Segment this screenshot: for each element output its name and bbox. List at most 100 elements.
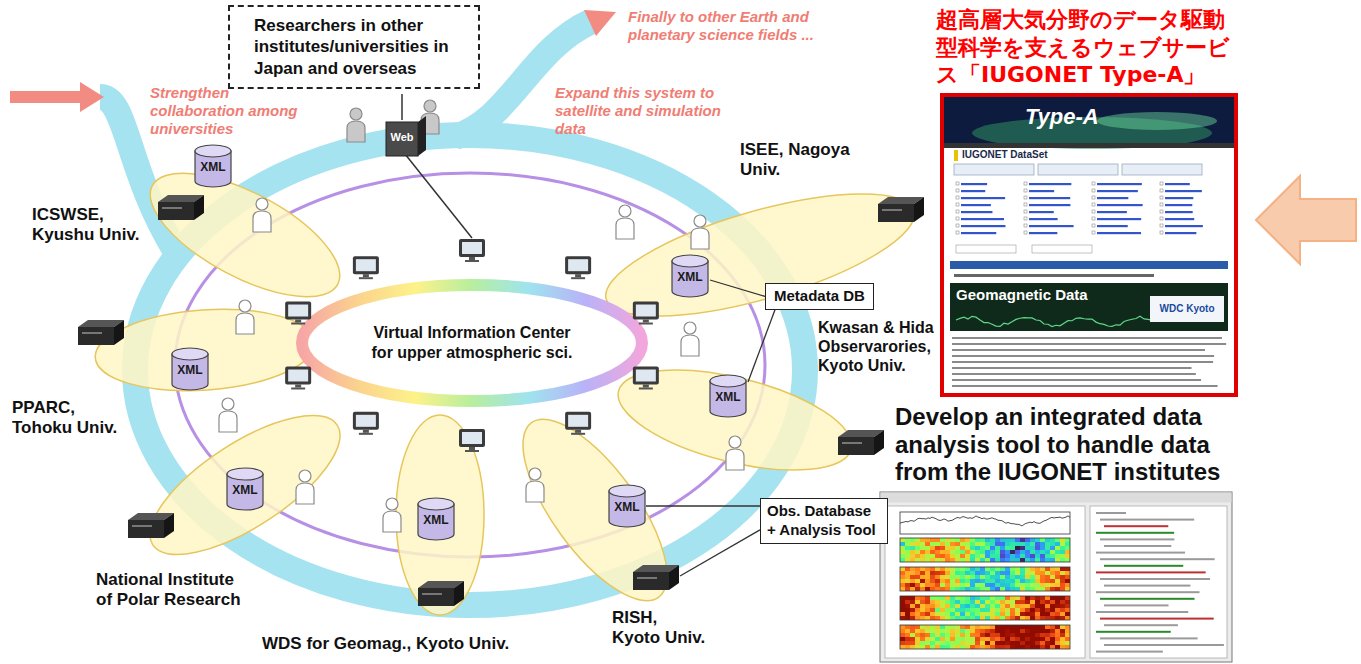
heatmap-cell	[940, 571, 945, 575]
screen-logo-text: WDC Kyoto	[1152, 303, 1222, 315]
heatmap-cell	[915, 600, 920, 604]
plot-line	[900, 516, 1070, 526]
heatmap-cell	[1025, 637, 1030, 641]
heatmap-cell	[1040, 629, 1045, 633]
heatmap-cell	[1000, 596, 1005, 600]
heatmap-cell	[980, 600, 985, 604]
heatmap-cell	[1005, 546, 1010, 550]
monitor-icon	[459, 239, 485, 262]
text-line	[952, 367, 1192, 369]
monitor-frame	[353, 256, 379, 274]
heatmap-cell	[1015, 550, 1020, 554]
heatmap-cell	[960, 571, 965, 575]
heatmap-cell	[1025, 633, 1030, 637]
heatmap-cell	[1045, 641, 1050, 645]
checkbox	[1092, 203, 1095, 206]
heatmap-cell	[950, 558, 955, 562]
person-head	[729, 436, 741, 448]
person-body	[347, 121, 365, 142]
heatmap-cell	[1055, 542, 1060, 546]
heatmap-cell	[945, 550, 950, 554]
heatmap-cell	[1010, 542, 1015, 546]
heatmap-cell	[1050, 567, 1055, 571]
heatmap-cell	[965, 558, 970, 562]
checkbox	[1092, 182, 1095, 185]
heatmap-cell	[1055, 554, 1060, 558]
heatmap-cell	[910, 629, 915, 633]
heatmap-cell	[1055, 579, 1060, 583]
heatmap-cell	[1040, 567, 1045, 571]
person-body	[383, 511, 401, 532]
heatmap-cell	[965, 604, 970, 608]
heatmap-cell	[1055, 645, 1060, 649]
heatmap-cell	[995, 633, 1000, 637]
heatmap-cell	[1055, 583, 1060, 587]
heatmap-cell	[970, 571, 975, 575]
heatmap-cell	[920, 641, 925, 645]
heatmap-cell	[1045, 633, 1050, 637]
menu-bar	[944, 143, 1234, 148]
heatmap-cell	[960, 587, 965, 591]
heatmap-cell	[1035, 583, 1040, 587]
heatmap-cell	[915, 546, 920, 550]
link-text	[1097, 225, 1128, 227]
checkbox	[1160, 217, 1163, 220]
heatmap-cell	[905, 641, 910, 645]
heatmap-cell	[1005, 637, 1010, 641]
heatmap-cell	[935, 567, 940, 571]
heatmap-cell	[1035, 538, 1040, 542]
leader-line	[405, 154, 472, 238]
heatmap-cell	[900, 596, 905, 600]
heatmap-cell	[975, 608, 980, 612]
institute-name: ISEE, Nagoya Univ.	[740, 140, 851, 181]
monitor-frame	[285, 302, 311, 320]
heatmap-cell	[1050, 633, 1055, 637]
heatmap-cell	[955, 575, 960, 579]
heatmap-cell	[1015, 637, 1020, 641]
person-icon	[236, 300, 254, 334]
heatmap-cell	[990, 587, 995, 591]
tab	[1122, 164, 1202, 175]
heatmap-cell	[930, 612, 935, 616]
heatmap-cell	[935, 558, 940, 562]
heatmap-cell	[1035, 645, 1040, 649]
institute-name: PPARC, Tohoku Univ.	[12, 398, 124, 439]
heatmap-cell	[940, 575, 945, 579]
person-icon	[219, 398, 237, 432]
heatmap-cell	[955, 579, 960, 583]
heatmap-cell	[920, 645, 925, 649]
checkbox	[1160, 182, 1163, 185]
heatmap-cell	[910, 600, 915, 604]
heatmap-cell	[975, 554, 980, 558]
heatmap-cell	[940, 546, 945, 550]
link-text	[1029, 197, 1070, 199]
heatmap-cell	[975, 600, 980, 604]
plot-panel	[900, 596, 1070, 620]
monitor-stand	[363, 430, 369, 433]
code-line	[1100, 637, 1198, 639]
heatmap-cell	[925, 625, 930, 629]
heatmap-cell	[1005, 608, 1010, 612]
institute-petal	[396, 415, 484, 615]
heatmap-cell	[925, 633, 930, 637]
server-side	[669, 565, 679, 590]
heatmap-cell	[975, 629, 980, 633]
heatmap-cell	[990, 645, 995, 649]
heatmap-cell	[1020, 575, 1025, 579]
heatmap-cell	[1000, 587, 1005, 591]
heatmap-cell	[1015, 604, 1020, 608]
tool-screenshot	[880, 492, 1232, 662]
heatmap-cell	[900, 637, 905, 641]
heatmap-cell	[1030, 641, 1035, 645]
checkbox	[956, 203, 959, 206]
heatmap-cell	[990, 558, 995, 562]
heatmap-cell	[1025, 567, 1030, 571]
checkbox	[1160, 196, 1163, 199]
heatmap-cell	[950, 608, 955, 612]
code-line	[1100, 519, 1194, 521]
heatmap-cell	[1060, 554, 1065, 558]
heatmap-cell	[995, 629, 1000, 633]
heatmap-cell	[920, 596, 925, 600]
institute-name: ICSWSE, Kyushu Univ.	[32, 205, 150, 246]
menu-bar	[881, 493, 1232, 503]
